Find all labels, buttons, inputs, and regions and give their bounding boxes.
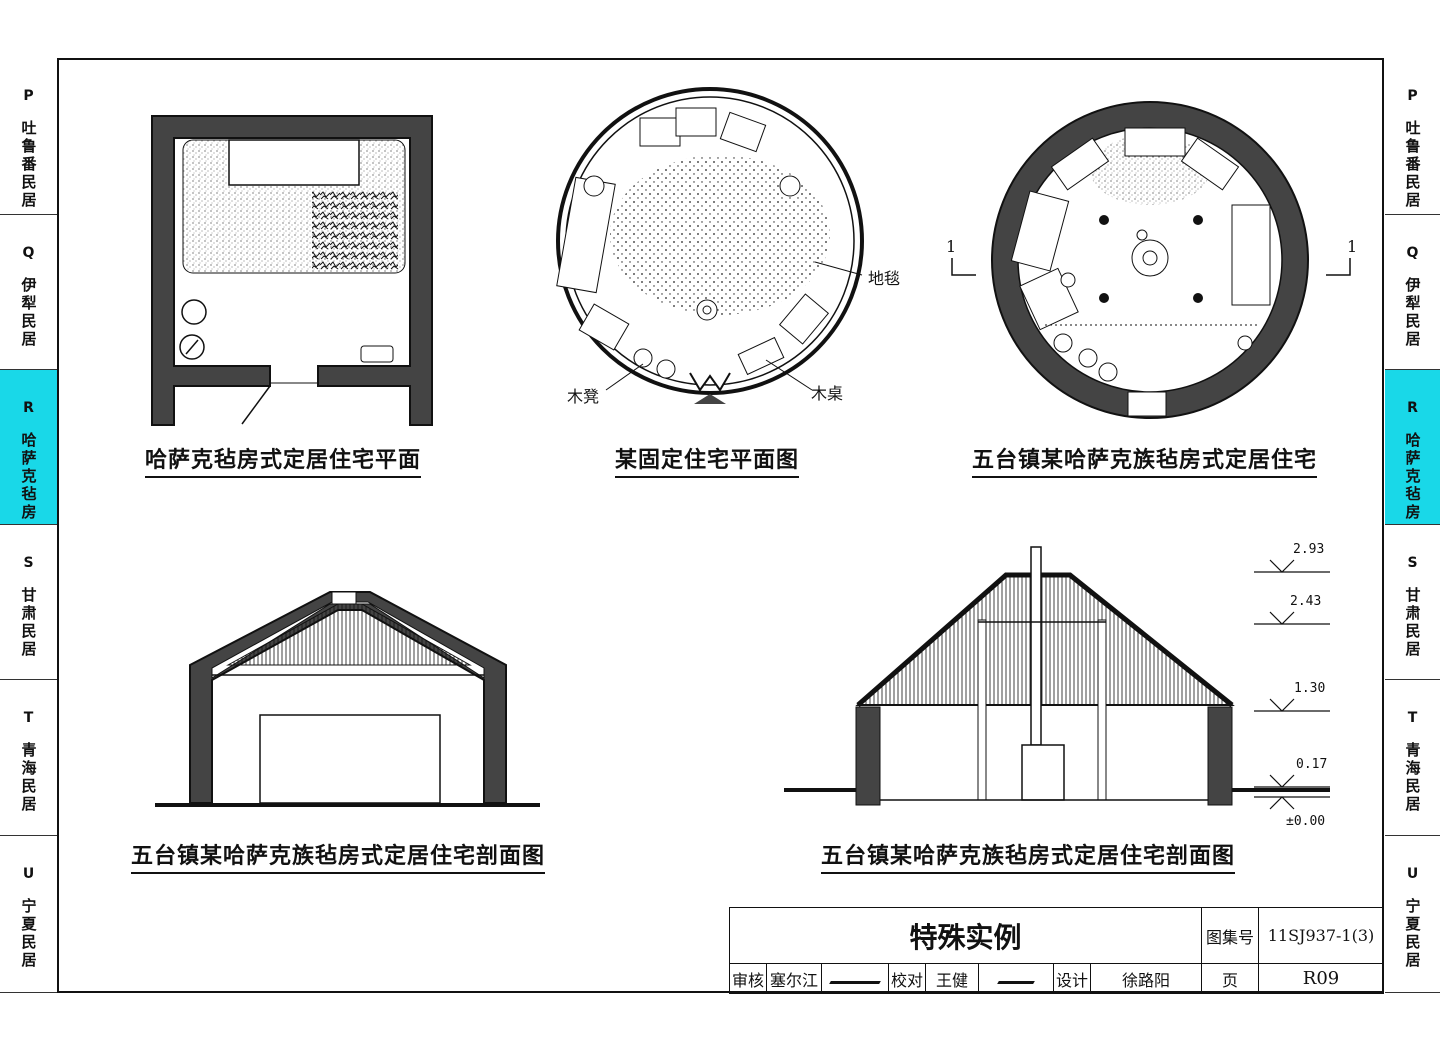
tab-name: 青海民居 [1403, 742, 1422, 814]
elevation-label: 2.43 [1290, 594, 1322, 609]
left-tab-q[interactable]: Q 伊犁民居 [0, 215, 57, 370]
elevation-label: 0.17 [1296, 757, 1328, 772]
section-right [784, 546, 1330, 810]
tab-letter: Q [1406, 245, 1419, 261]
checker-signature [978, 963, 1054, 994]
title-cell: 特殊实例 [729, 907, 1202, 964]
left-tab-p[interactable]: P 吐鲁番民居 [0, 58, 57, 215]
left-tab-r[interactable]: R 哈萨克毡房 [0, 370, 57, 525]
design-label: 设计 [1053, 963, 1091, 994]
label-table: 木桌 [811, 384, 844, 403]
tab-name: 宁夏民居 [19, 898, 38, 970]
atlas-number: 11SJ937-1(3) [1258, 907, 1384, 964]
tab-letter: R [23, 400, 34, 416]
label-carpet: 地毯 [868, 269, 901, 288]
tab-name: 宁夏民居 [1403, 898, 1422, 970]
tab-name: 伊犁民居 [19, 277, 38, 349]
section-mark-left: 1 [946, 237, 957, 256]
reviewer-signature [821, 963, 889, 994]
tab-letter: U [1406, 866, 1419, 882]
caption-section-right: 五台镇某哈萨克族毡房式定居住宅剖面图 [821, 838, 1236, 874]
label-stool: 木凳 [567, 387, 600, 406]
tab-letter: T [23, 710, 34, 726]
review-label: 审核 [729, 963, 767, 994]
plan-wutai-house [951, 101, 1351, 419]
tab-name: 吐鲁番民居 [1403, 120, 1422, 210]
checker-name: 王健 [925, 963, 979, 994]
page-number: R09 [1258, 963, 1384, 994]
tab-name: 青海民居 [19, 742, 38, 814]
tab-letter: S [23, 555, 34, 571]
caption-plan-square: 哈萨克毡房式定居住宅平面 [145, 442, 422, 478]
right-tab-u[interactable]: U 宁夏民居 [1385, 836, 1440, 993]
left-tab-u[interactable]: U 宁夏民居 [0, 836, 57, 993]
title-block: 特殊实例 图集号 11SJ937-1(3) 审核 塞尔江 校对 王健 设计 徐路… [729, 907, 1384, 994]
plan-round-house [556, 87, 864, 404]
reviewer-name: 塞尔江 [766, 963, 822, 994]
tab-letter: P [1407, 88, 1418, 104]
caption-plan-wutai: 五台镇某哈萨克族毡房式定居住宅 [972, 442, 1318, 478]
tab-name: 甘肃民居 [1403, 587, 1422, 659]
atlas-label: 图集号 [1201, 907, 1259, 964]
elevation-label: 1.30 [1294, 681, 1326, 696]
right-tab-s[interactable]: S 甘肃民居 [1385, 525, 1440, 680]
tab-name: 甘肃民居 [19, 587, 38, 659]
check-label: 校对 [888, 963, 926, 994]
right-tab-q[interactable]: Q 伊犁民居 [1385, 215, 1440, 370]
caption-plan-round: 某固定住宅平面图 [615, 442, 800, 478]
plan-square-house [151, 115, 433, 426]
tab-letter: Q [22, 245, 35, 261]
elevation-label: ±0.00 [1286, 814, 1326, 829]
tab-name: 哈萨克毡房 [1403, 432, 1422, 522]
drawing-frame [57, 58, 1384, 993]
tab-letter: U [22, 866, 35, 882]
tab-name: 吐鲁番民居 [19, 120, 38, 210]
tab-letter: S [1407, 555, 1418, 571]
tab-letter: P [23, 88, 34, 104]
left-tab-s[interactable]: S 甘肃民居 [0, 525, 57, 680]
tab-name: 哈萨克毡房 [19, 432, 38, 522]
right-tab-p[interactable]: P 吐鲁番民居 [1385, 58, 1440, 215]
left-tab-t[interactable]: T 青海民居 [0, 680, 57, 836]
tab-letter: R [1407, 400, 1418, 416]
right-tab-r[interactable]: R 哈萨克毡房 [1385, 370, 1440, 525]
right-tab-t[interactable]: T 青海民居 [1385, 680, 1440, 836]
page-label: 页 [1201, 963, 1259, 994]
tab-name: 伊犁民居 [1403, 277, 1422, 349]
section-mark-right: 1 [1347, 237, 1358, 256]
designer-name: 徐路阳 [1090, 963, 1202, 994]
tab-letter: T [1407, 710, 1418, 726]
caption-section-left: 五台镇某哈萨克族毡房式定居住宅剖面图 [131, 838, 546, 874]
section-left [155, 591, 540, 807]
elevation-label: 2.93 [1293, 542, 1325, 557]
